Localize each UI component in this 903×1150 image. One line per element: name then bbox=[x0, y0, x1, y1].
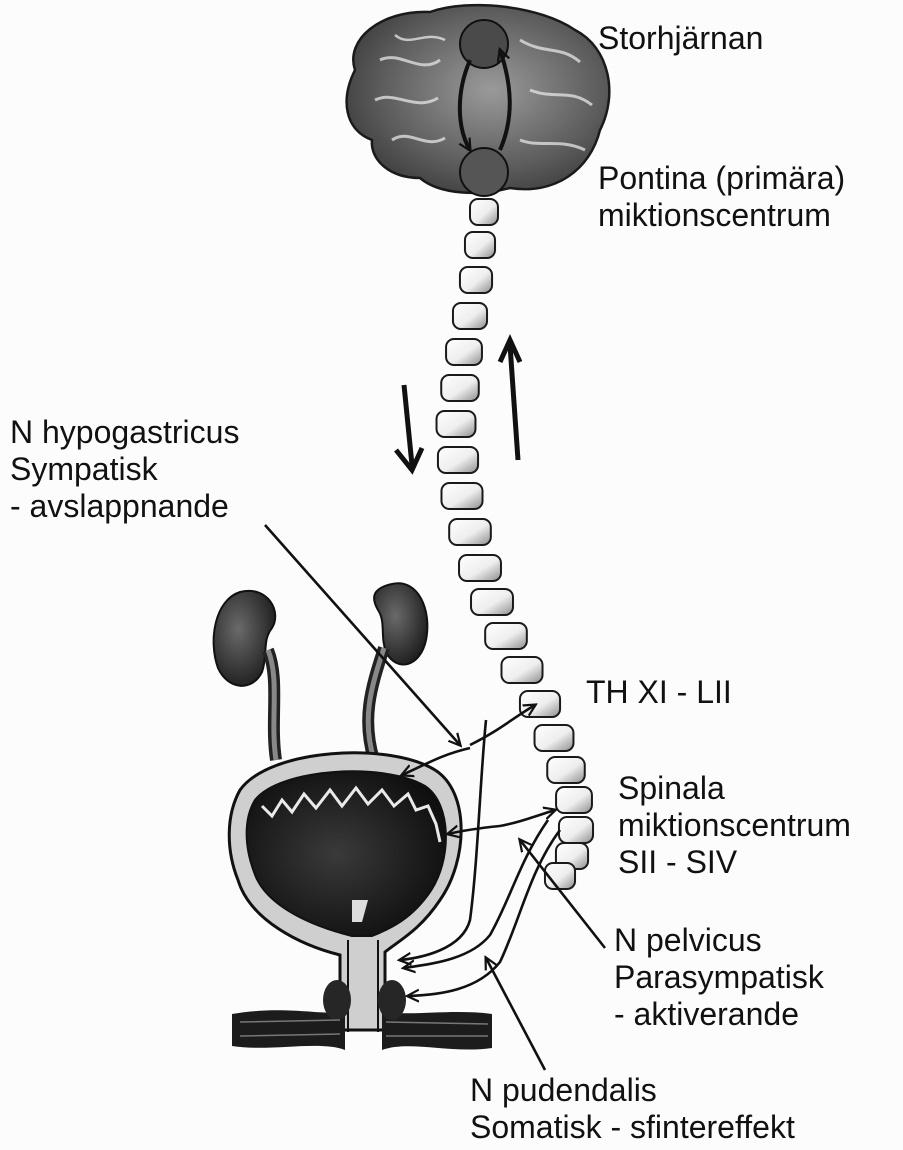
label-hypogastric-line-1: N hypogastricus bbox=[10, 414, 239, 451]
label-pontine-center: Pontina (primära) miktionscentrum bbox=[598, 160, 845, 234]
label-pelvic-line-1: N pelvicus bbox=[614, 922, 824, 959]
vertebra bbox=[547, 757, 585, 783]
label-pelvic-line-3: - aktiverande bbox=[614, 996, 824, 1033]
vertebra bbox=[465, 232, 495, 258]
label-sacral-line-2: miktionscentrum bbox=[618, 807, 851, 844]
label-hypogastric-line-3: - avslappnande bbox=[10, 488, 239, 525]
label-pudendal-nerve: N pudendalis Somatisk - sfintereffekt bbox=[470, 1072, 795, 1146]
label-sacral-line-1: Spinala bbox=[618, 770, 851, 807]
spinal-column-icon bbox=[437, 199, 594, 889]
vertebra bbox=[438, 447, 478, 473]
vertebra bbox=[559, 817, 593, 843]
label-pelvic-line-2: Parasympatisk bbox=[614, 959, 824, 996]
vertebra bbox=[449, 519, 491, 545]
label-storhjarnan: Storhjärnan bbox=[598, 20, 763, 57]
vertebra bbox=[446, 339, 482, 365]
label-storhjarnan-line-1: Storhjärnan bbox=[598, 20, 763, 57]
label-pudendal-line-2: Somatisk - sfintereffekt bbox=[470, 1109, 795, 1146]
vertebra bbox=[501, 657, 542, 683]
vertebra bbox=[441, 483, 482, 509]
vertebra bbox=[460, 267, 492, 293]
label-sacral-center: Spinala miktionscentrum SII - SIV bbox=[618, 770, 851, 881]
vertebra bbox=[470, 199, 498, 225]
label-thoracolumbar-line-1: TH XI - LII bbox=[586, 674, 732, 711]
label-thoracolumbar: TH XI - LII bbox=[586, 674, 732, 711]
label-hypogastric-line-2: Sympatisk bbox=[10, 451, 239, 488]
brain-icon bbox=[347, 5, 610, 196]
vertebra bbox=[535, 725, 574, 751]
label-hypogastric-nerve: N hypogastricus Sympatisk - avslappnande bbox=[10, 414, 239, 525]
vertebra bbox=[459, 555, 501, 581]
vertebra bbox=[556, 787, 592, 813]
label-pelvic-nerve: N pelvicus Parasympatisk - aktiverande bbox=[614, 922, 824, 1033]
label-sacral-line-3: SII - SIV bbox=[618, 844, 851, 881]
label-pontine-line-2: miktionscentrum bbox=[598, 197, 845, 234]
vertebra bbox=[437, 411, 476, 437]
vertebra bbox=[471, 589, 513, 615]
label-pudendal-line-1: N pudendalis bbox=[470, 1072, 795, 1109]
vertebra bbox=[485, 623, 527, 649]
vertebra bbox=[441, 375, 479, 401]
label-pontine-line-1: Pontina (primära) bbox=[598, 160, 845, 197]
vertebra bbox=[453, 303, 487, 329]
vertebra bbox=[520, 691, 560, 717]
